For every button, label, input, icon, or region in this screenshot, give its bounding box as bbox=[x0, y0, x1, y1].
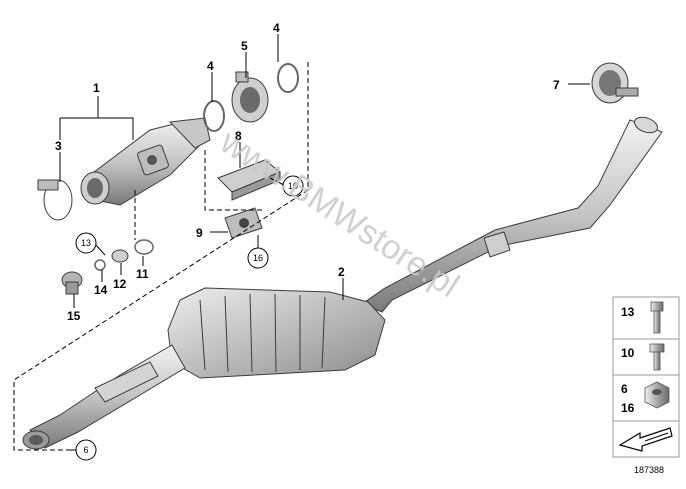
legend-row-10 bbox=[612, 338, 680, 376]
gasket-4a bbox=[203, 100, 225, 132]
flange-5 bbox=[231, 71, 269, 123]
legend-label-6: 6 bbox=[621, 382, 628, 396]
callout-16-circled: 16 bbox=[247, 247, 269, 269]
callout-7: 7 bbox=[553, 78, 560, 92]
gasket-4b bbox=[277, 63, 299, 93]
nut-15 bbox=[61, 271, 83, 295]
callout-11: 11 bbox=[136, 267, 149, 281]
exhaust-pipe-2 bbox=[360, 116, 663, 313]
callout-13: 13 bbox=[81, 238, 91, 248]
leader-13 bbox=[94, 243, 106, 256]
leader-1 bbox=[59, 96, 134, 140]
callout-10: 10 bbox=[288, 181, 298, 191]
callout-6-circled: 6 bbox=[75, 439, 97, 461]
callout-5: 5 bbox=[241, 39, 248, 53]
callout-10-circled: 10 bbox=[282, 175, 304, 197]
callout-16: 16 bbox=[253, 253, 263, 263]
nut-icon bbox=[644, 381, 670, 409]
callout-14: 14 bbox=[94, 283, 108, 297]
assembly-boundary bbox=[13, 62, 309, 451]
callout-3: 3 bbox=[55, 139, 62, 153]
legend-label-10: 10 bbox=[621, 346, 635, 360]
arrow-icon bbox=[618, 427, 673, 452]
callout-8: 8 bbox=[235, 129, 242, 143]
callout-6: 6 bbox=[83, 445, 88, 455]
clamp-3 bbox=[37, 179, 73, 221]
ring-14 bbox=[94, 259, 106, 271]
callout-1: 1 bbox=[93, 81, 100, 95]
legend-row-13 bbox=[612, 296, 680, 340]
clamp-7 bbox=[591, 62, 639, 104]
bolt-10-icon bbox=[649, 343, 665, 371]
bracket-8 bbox=[217, 159, 281, 201]
diagram-number: 187388 bbox=[634, 465, 664, 475]
callout-2: 2 bbox=[338, 265, 345, 279]
legend-label-13: 13 bbox=[621, 305, 635, 319]
rubber-mount-9 bbox=[224, 207, 263, 239]
gasket-11 bbox=[134, 239, 154, 255]
callout-15: 15 bbox=[67, 309, 81, 323]
front-pipe-1 bbox=[80, 117, 211, 206]
catalytic-converter bbox=[22, 287, 386, 450]
sensor-12 bbox=[111, 249, 129, 263]
callout-13-circled: 13 bbox=[75, 232, 97, 254]
callout-4b: 4 bbox=[273, 21, 280, 35]
legend-label-16: 16 bbox=[621, 401, 635, 415]
leader-10 bbox=[269, 177, 285, 186]
bolt-13-icon bbox=[650, 301, 664, 334]
callout-12: 12 bbox=[113, 277, 127, 291]
assembly-boundary-inner bbox=[204, 150, 262, 211]
callout-4a: 4 bbox=[207, 59, 214, 73]
callout-9: 9 bbox=[196, 226, 203, 240]
fastener-legend: 13 10 6 16 187388 bbox=[612, 296, 680, 475]
